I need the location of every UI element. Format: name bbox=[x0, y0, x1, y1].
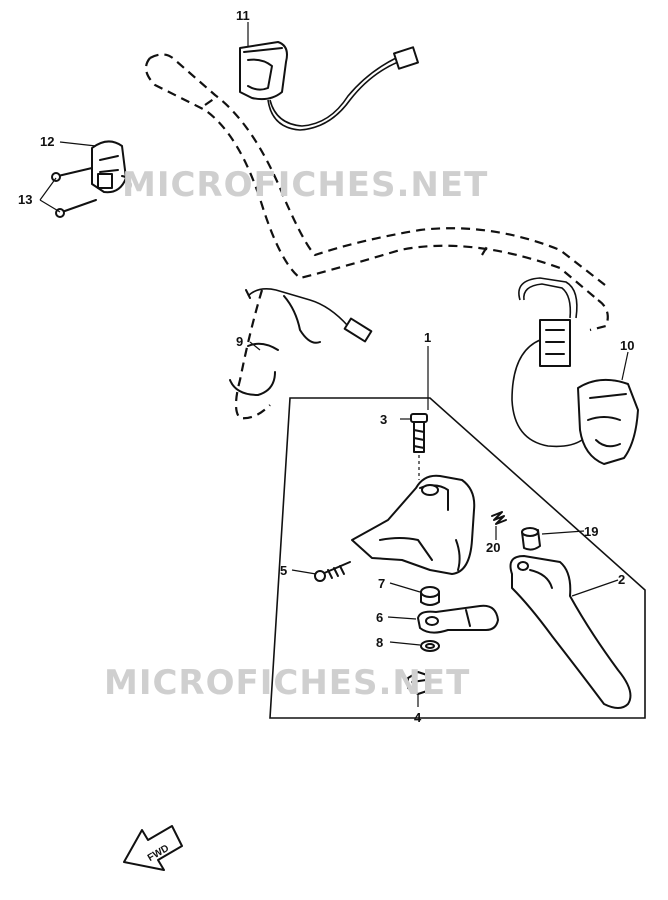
part-11-switch bbox=[239, 41, 419, 131]
part-3-bolt bbox=[410, 413, 428, 453]
callout-20: 20 bbox=[486, 540, 500, 555]
assembly-frame bbox=[269, 397, 646, 719]
callout-13: 13 bbox=[18, 192, 32, 207]
callout-4: 4 bbox=[414, 710, 422, 725]
callout-8: 8 bbox=[376, 635, 383, 650]
part-4-nut bbox=[407, 671, 431, 695]
part-19-bushing bbox=[521, 527, 541, 551]
forward-direction-arrow: FWD bbox=[123, 825, 183, 871]
handlebar-outline bbox=[144, 53, 609, 420]
part-7-collar bbox=[420, 586, 440, 606]
leader-lines bbox=[39, 22, 629, 707]
part-8-washer bbox=[420, 640, 440, 652]
part-5-screw bbox=[314, 561, 351, 582]
callout-12: 12 bbox=[40, 134, 54, 149]
callout-2: 2 bbox=[618, 572, 625, 587]
part-12-switch-housing bbox=[91, 140, 132, 194]
callout-1: 1 bbox=[424, 330, 431, 345]
part-8-washer-hole bbox=[425, 643, 435, 649]
callout-3: 3 bbox=[380, 412, 387, 427]
watermark-lower: MICROFICHES.NET bbox=[104, 663, 470, 703]
part-10-switch bbox=[511, 277, 639, 465]
callout-10: 10 bbox=[620, 338, 634, 353]
callout-11: 11 bbox=[236, 8, 250, 23]
watermark-upper: MICROFICHES.NET bbox=[122, 165, 488, 205]
part-1-lever-bracket bbox=[351, 474, 476, 575]
part-2-lever bbox=[509, 555, 632, 709]
part-6-arm bbox=[417, 604, 499, 634]
callout-6: 6 bbox=[376, 610, 383, 625]
part-9-cable bbox=[229, 288, 373, 396]
part-13-screws bbox=[51, 167, 97, 218]
callout-7: 7 bbox=[378, 576, 385, 591]
callout-9: 9 bbox=[236, 334, 243, 349]
callout-19: 19 bbox=[584, 524, 598, 539]
callout-5: 5 bbox=[280, 563, 287, 578]
part-20-spring bbox=[491, 511, 507, 525]
